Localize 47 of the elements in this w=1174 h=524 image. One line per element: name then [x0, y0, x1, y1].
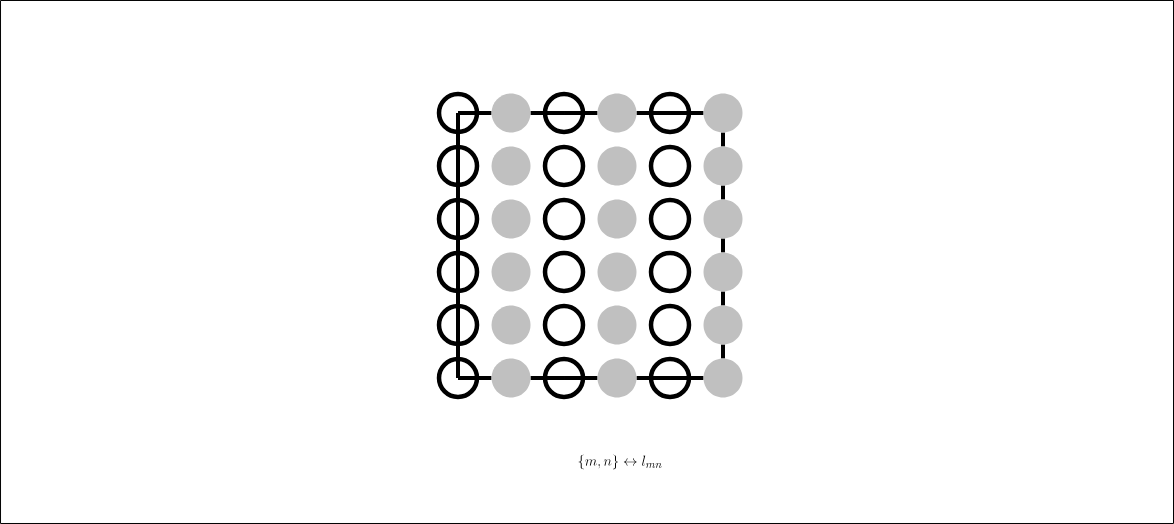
open-circle — [436, 91, 480, 135]
connector-line — [721, 238, 725, 253]
filled-circle — [597, 252, 637, 292]
filled-circle — [597, 358, 637, 398]
filled-circle — [491, 252, 531, 292]
filled-circle — [597, 93, 637, 133]
filled-circle — [491, 305, 531, 345]
filled-circle — [597, 305, 637, 345]
filled-circle — [703, 252, 743, 292]
open-circle — [436, 250, 480, 294]
filled-circle — [703, 358, 743, 398]
filled-circle — [491, 93, 531, 133]
caption-formula: $\{m,n\} \leftrightarrow l_{mn}$ — [578, 454, 662, 470]
filled-circle — [703, 199, 743, 239]
filled-circle — [597, 146, 637, 186]
open-circle — [542, 303, 586, 347]
filled-circle — [703, 305, 743, 345]
open-circle — [648, 144, 692, 188]
open-circle — [436, 303, 480, 347]
open-circle — [648, 91, 692, 135]
connector-line — [721, 291, 725, 306]
connector-line — [456, 272, 460, 325]
filled-circle — [597, 199, 637, 239]
open-circle — [542, 197, 586, 241]
open-circle — [436, 144, 480, 188]
open-circle — [648, 197, 692, 241]
open-circle — [542, 91, 586, 135]
filled-circle — [703, 146, 743, 186]
connector-line — [456, 325, 460, 378]
connector-line — [456, 113, 460, 166]
open-circle — [542, 356, 586, 400]
filled-circle — [491, 146, 531, 186]
connector-line — [456, 166, 460, 219]
filled-circle — [491, 358, 531, 398]
filled-circle — [703, 93, 743, 133]
open-circle — [648, 356, 692, 400]
connector-line — [456, 219, 460, 272]
open-circle — [648, 303, 692, 347]
open-circle — [542, 250, 586, 294]
connector-line — [721, 132, 725, 147]
open-circle — [648, 250, 692, 294]
connector-line — [721, 344, 725, 359]
open-circle — [436, 197, 480, 241]
open-circle — [542, 144, 586, 188]
filled-circle — [491, 199, 531, 239]
connector-line — [721, 185, 725, 200]
open-circle — [436, 356, 480, 400]
